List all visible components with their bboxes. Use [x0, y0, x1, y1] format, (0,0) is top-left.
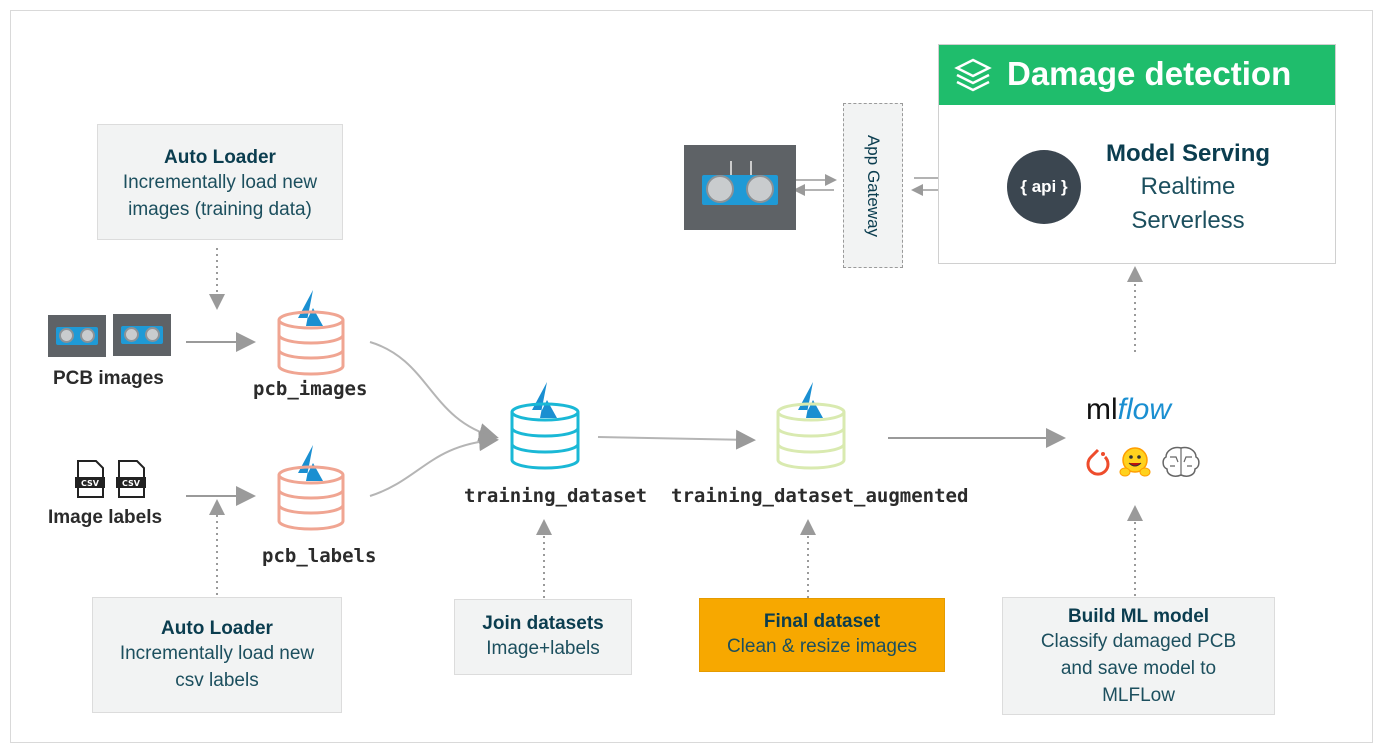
app-gateway-box: App Gateway	[843, 103, 903, 268]
auto-loader-labels-line2: csv labels	[175, 670, 259, 691]
layers-icon	[954, 58, 992, 92]
pcb-image-thumbnail-2	[113, 314, 171, 356]
join-datasets-box: Join datasets Image+labels	[454, 599, 632, 675]
pcb-labels-table-label: pcb_labels	[262, 545, 377, 567]
delta-icon	[298, 290, 323, 326]
model-serving-title: Model Serving	[1105, 140, 1271, 167]
damage-detection-header: Damage detection	[939, 45, 1335, 105]
auto-loader-images-box: Auto Loader Incrementally load new image…	[97, 124, 343, 240]
pytorch-icon	[1086, 448, 1110, 476]
final-dataset-subtitle: Clean & resize images	[726, 636, 918, 657]
final-dataset-box: Final dataset Clean & resize images	[699, 598, 945, 672]
pcb-images-table-label: pcb_images	[253, 378, 368, 400]
huggingface-icon	[1119, 447, 1151, 477]
model-serving-line2: Serverless	[1131, 207, 1245, 234]
diagram-frame	[10, 10, 1373, 743]
image-labels-label: Image labels	[48, 507, 163, 528]
sensor-photo	[684, 145, 796, 230]
augmented-dataset-table-label: training_dataset_augmented	[671, 485, 969, 507]
auto-loader-labels-title: Auto Loader	[161, 618, 273, 639]
csv-file-icon: CSV	[75, 460, 105, 498]
build-ml-model-title: Build ML model	[1067, 606, 1210, 627]
pcb-image-thumbnail-1	[48, 315, 106, 357]
auto-loader-labels-box: Auto Loader Incrementally load new csv l…	[92, 597, 342, 713]
auto-loader-images-title: Auto Loader	[164, 147, 276, 168]
training-dataset-table-label: training_dataset	[464, 485, 648, 507]
arrow-training-to-augmented	[597, 429, 756, 450]
svg-text:CSV: CSV	[81, 479, 100, 488]
auto-loader-images-line1: Incrementally load new	[122, 172, 318, 193]
brain-icon	[1162, 446, 1200, 477]
mlflow-suffix: flow	[1117, 393, 1172, 426]
damage-detection-title: Damage detection	[1007, 55, 1292, 92]
join-datasets-title: Join datasets	[482, 613, 604, 634]
pcb-images-label: PCB images	[53, 368, 164, 389]
build-ml-model-line1: Classify damaged PCB	[1040, 631, 1237, 652]
training-dataset-database-icon	[510, 382, 580, 470]
auto-loader-labels-line1: Incrementally load new	[119, 643, 315, 664]
join-datasets-subtitle: Image+labels	[486, 638, 600, 659]
mlflow-prefix: ml	[1086, 393, 1118, 426]
mlflow-logo: mlflow	[1086, 393, 1171, 427]
auto-loader-images-line2: images (training data)	[128, 199, 312, 220]
app-gateway-label: App Gateway	[864, 134, 883, 237]
svg-text:CSV: CSV	[122, 479, 141, 488]
delta-icon	[298, 445, 323, 481]
model-serving-line1: Realtime	[1140, 173, 1236, 200]
arrow-pcb-images-to-training	[369, 341, 499, 443]
build-ml-model-line3: MLFLow	[1102, 685, 1175, 706]
csv-file-icon: CSV	[116, 460, 146, 498]
delta-icon	[798, 382, 823, 418]
damage-detection-panel: Damage detection	[938, 44, 1336, 264]
pcb-images-database-icon	[277, 290, 345, 376]
build-ml-model-box: Build ML model Classify damaged PCB and …	[1002, 597, 1275, 715]
build-ml-model-line2: and save model to	[1060, 658, 1217, 679]
final-dataset-title: Final dataset	[763, 611, 881, 632]
api-icon: { api }	[1007, 150, 1081, 224]
augmented-dataset-database-icon	[776, 382, 846, 470]
arrow-pcb-labels-to-training	[369, 431, 499, 497]
pcb-labels-database-icon	[277, 445, 345, 531]
delta-icon	[532, 382, 557, 418]
